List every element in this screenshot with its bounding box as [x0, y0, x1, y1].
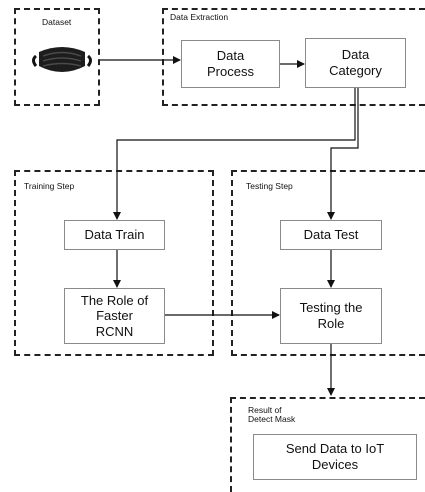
result-group-label: Result of Detect Mask [248, 405, 296, 424]
data-category-box: Data Category [305, 38, 406, 88]
testing-role-box: Testing the Role [280, 288, 382, 344]
result-group [230, 397, 425, 492]
send-iot-box: Send Data to IoT Devices [253, 434, 417, 480]
data-test-box: Data Test [280, 220, 382, 250]
data-process-box: Data Process [181, 40, 280, 88]
testing-step-group-label: Testing Step [246, 181, 293, 191]
dataset-group-label: Dataset [42, 17, 72, 27]
data-extraction-group-label: Data Extraction [170, 12, 229, 22]
training-step-group-label: Training Step [24, 181, 75, 191]
face-mask-icon [30, 40, 94, 80]
training-step-group [14, 170, 214, 356]
dataset-group [14, 8, 100, 106]
data-train-box: Data Train [64, 220, 165, 250]
role-faster-rcnn-box: The Role of Faster RCNN [64, 288, 165, 344]
